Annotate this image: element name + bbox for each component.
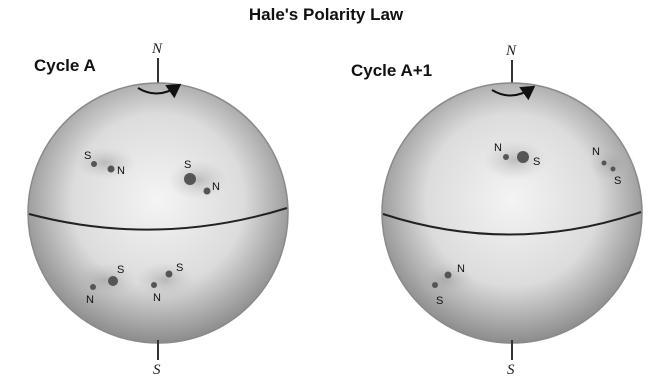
sunspot [601,160,607,166]
spot-region-halo [168,160,228,200]
equator-line [382,211,642,236]
cycle-a-label: Cycle A [34,56,96,75]
spot-polarity-label: S [184,159,191,171]
cycle-a-plus-1-label: Cycle A+1 [351,61,432,80]
sunspot [203,187,211,195]
spot-polarity-label: S [614,175,621,187]
rotation-arrow-icon [491,85,536,101]
spot-polarity-label: N [457,263,465,275]
spot-polarity-label: N [212,181,220,193]
cycle-a-plus-1-group: Cycle A+1 N N S N S N S S [351,43,643,378]
north-pole-label: N [505,43,517,59]
sunspot [90,284,96,290]
south-pole-label: S [507,362,515,378]
diagram-title: Hale's Polarity Law [249,5,404,24]
sun-sphere [381,82,643,344]
south-pole-label: S [153,362,161,378]
sunspot [517,151,529,163]
sun-sphere [27,82,289,344]
spot-polarity-label: N [153,292,161,304]
spot-polarity-label: N [592,146,600,158]
spot-polarity-label: S [84,150,91,162]
sunspot [184,173,196,185]
spot-region-halo [588,146,636,182]
spot-region-halo [483,140,547,180]
sunspot [108,276,118,286]
spot-polarity-label: S [533,156,540,168]
spot-polarity-label: N [117,165,125,177]
spot-polarity-label: S [117,264,124,276]
spot-polarity-label: N [494,142,502,154]
sunspot [91,161,97,167]
spot-region-halo [73,262,137,298]
rotation-arrow-icon [137,83,182,99]
spot-polarity-label: N [86,294,94,306]
spot-polarity-label: S [436,295,443,307]
north-pole-label: N [151,41,163,57]
sunspot [107,165,115,173]
cycle-a-group: Cycle A N S N S N S S N N S [27,41,289,378]
sunspot [610,166,616,172]
sunspot [444,271,452,279]
sunspot [151,282,157,288]
sunspot [432,282,438,288]
equator-line [28,207,288,231]
sunspot [165,270,173,278]
spot-region-halo [75,147,135,179]
sunspot [503,154,509,160]
spot-polarity-label: S [176,262,183,274]
spot-region-halo [135,262,195,298]
spot-region-halo [417,262,473,298]
